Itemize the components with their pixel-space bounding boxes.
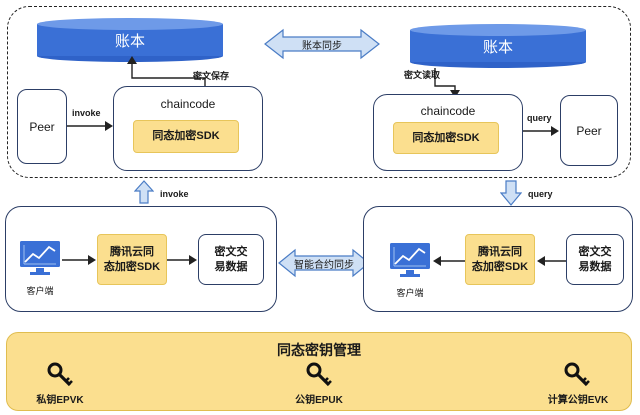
tencent-sdk-left-line2: 态加密SDK — [103, 260, 161, 273]
key-icon-compute — [564, 362, 590, 387]
client-left-label: 客户端 — [26, 285, 54, 296]
chaincode-left-label: chaincode — [160, 97, 216, 111]
blockchain-region — [7, 6, 631, 178]
cipher-data-right[interactable]: 密文交 易数据 — [566, 234, 624, 285]
invoke-label-top: invoke — [72, 108, 101, 118]
monitor-chart-icon-right — [390, 243, 430, 277]
sdk-right[interactable]: 同态加密SDK — [393, 122, 499, 154]
query-arrow-top — [523, 126, 559, 136]
key-management-title: 同态密钥管理 — [277, 342, 361, 358]
ledger-right-cylinder — [410, 24, 586, 68]
ledger-left-label: 账本 — [114, 32, 145, 50]
tencent-sdk-right-line2: 态加密SDK — [471, 260, 529, 273]
query-label-bottom: query — [528, 189, 553, 199]
tencent-sdk-right[interactable]: 腾讯云同 态加密SDK — [465, 234, 535, 285]
encrypted-save-label: 密文保存 — [193, 71, 230, 81]
peer-right-label: Peer — [576, 123, 602, 138]
tencent-sdk-left[interactable]: 腾讯云同 态加密SDK — [97, 234, 167, 285]
cipher-left-line2: 易数据 — [214, 260, 248, 273]
sdk-to-cipher-arrow-left — [167, 255, 197, 265]
client-to-sdk-arrow-left — [62, 255, 96, 265]
invoke-arrow-top — [67, 121, 113, 131]
save-arrow — [127, 56, 206, 86]
chaincode-right-label: chaincode — [420, 104, 476, 118]
ledger-sync-arrow — [264, 28, 380, 60]
sdk-left[interactable]: 同态加密SDK — [133, 120, 239, 153]
peer-left[interactable]: Peer — [17, 89, 67, 164]
client-right-label: 客户端 — [396, 287, 424, 298]
sdk-to-client-arrow-right — [433, 256, 467, 266]
key-label-private: 私钥EPVK — [36, 394, 84, 406]
query-down-arrow — [500, 180, 522, 206]
key-icon-private — [47, 362, 73, 387]
cipher-left-line1: 密文交 — [214, 245, 248, 258]
key-label-public: 公钥EPUK — [295, 394, 343, 406]
key-icon-public — [306, 362, 332, 387]
query-label-top: query — [527, 113, 552, 123]
cipher-right-line1: 密文交 — [578, 245, 612, 258]
ledger-right-label: 账本 — [482, 38, 513, 56]
tencent-sdk-left-line1: 腾讯云同 — [110, 245, 154, 258]
invoke-up-arrow — [134, 180, 154, 204]
ledger-left-cylinder — [37, 18, 223, 62]
invoke-label-bottom: invoke — [160, 189, 189, 199]
cipher-data-left[interactable]: 密文交 易数据 — [198, 234, 264, 285]
encrypted-read-label: 密文读取 — [404, 70, 441, 80]
contract-sync-label: 智能合约同步 — [294, 259, 354, 271]
cipher-to-sdk-arrow-right — [537, 256, 567, 266]
peer-right[interactable]: Peer — [560, 95, 618, 166]
monitor-chart-icon-left — [20, 241, 60, 275]
cipher-right-line2: 易数据 — [578, 260, 612, 273]
peer-left-label: Peer — [29, 119, 55, 134]
ledger-sync-label: 账本同步 — [302, 40, 342, 52]
key-label-compute: 计算公钥EVK — [547, 394, 609, 406]
tencent-sdk-right-line1: 腾讯云同 — [478, 245, 522, 258]
